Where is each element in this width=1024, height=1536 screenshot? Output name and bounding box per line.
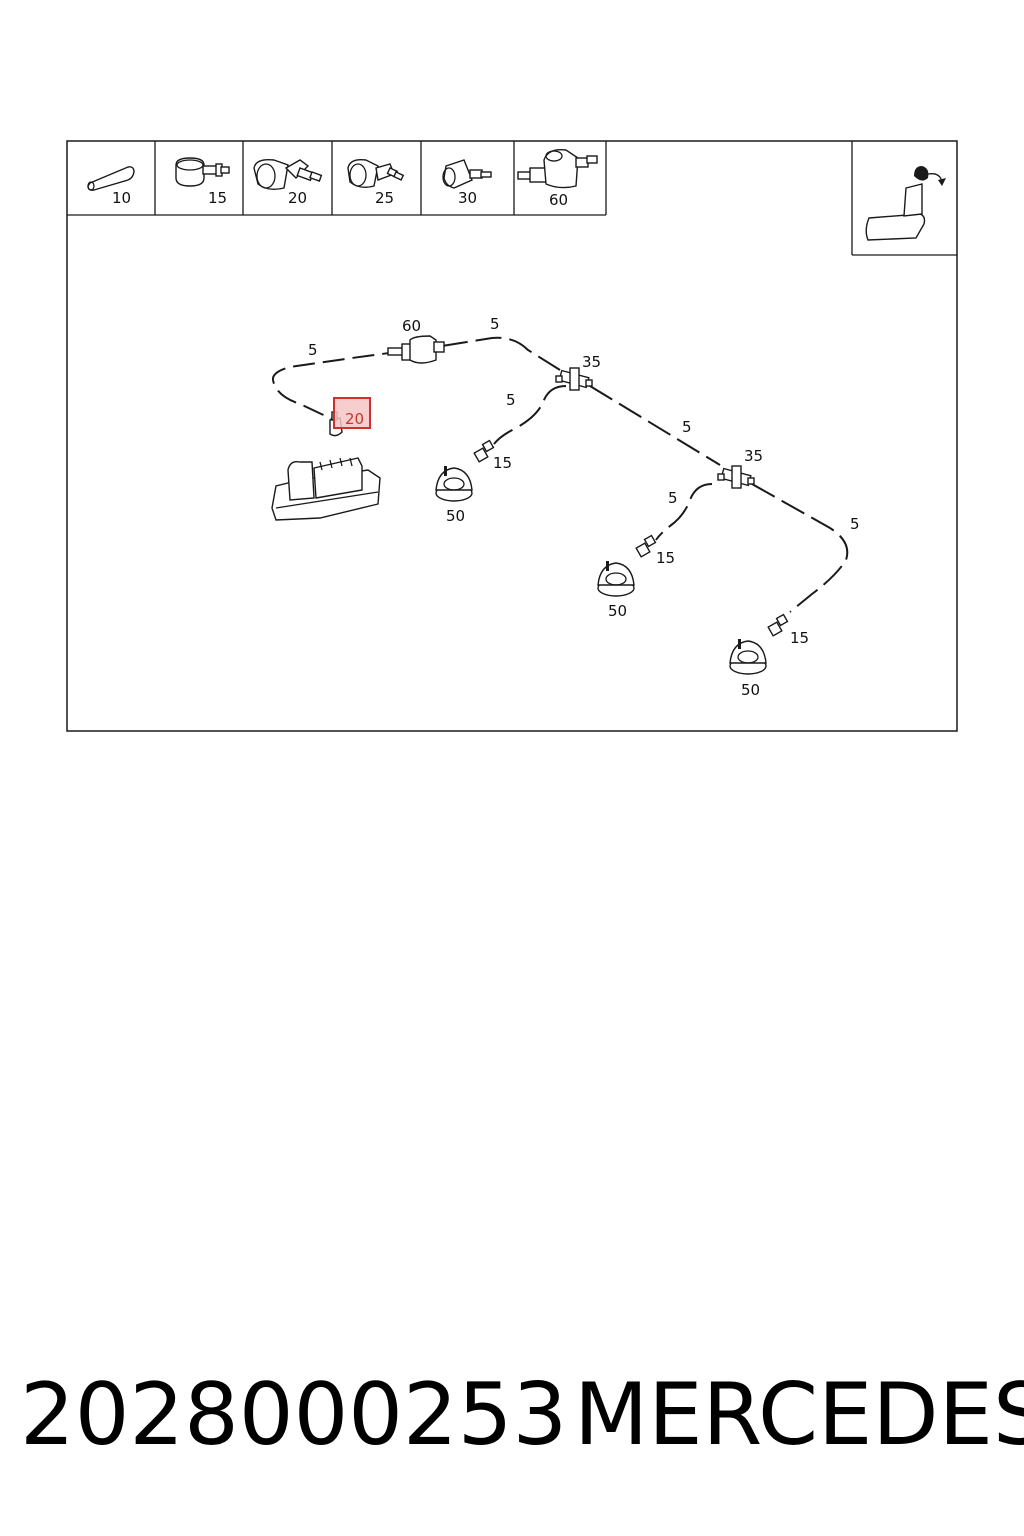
callout-hose-branch-a: 5 [506, 391, 516, 409]
straight-connector-icon [635, 534, 657, 558]
legend-label: 25 [375, 189, 394, 207]
legend-elbow-icon [253, 158, 323, 191]
callout-hose-branch-b: 5 [668, 489, 678, 507]
legend-angled-connector-icon [442, 159, 492, 189]
brand-name: MERCEDES [574, 1365, 1024, 1465]
hose-left [271, 350, 405, 421]
air-cushion-element-icon [597, 561, 635, 597]
hose-mid [589, 385, 721, 466]
legend-elbow-icon [347, 158, 405, 189]
highlighted-part-callout[interactable]: 20 [333, 397, 371, 429]
callout-tee-lower: 35 [744, 447, 763, 465]
callout-hose-mid: 5 [682, 418, 692, 436]
callout-element-b: 50 [608, 602, 627, 620]
legend-connector-icon [175, 157, 230, 187]
parts-legend: 10 15 20 25 [67, 141, 607, 216]
part-number: 2028000253 [20, 1365, 568, 1465]
hose-right [751, 483, 849, 613]
seat-icon [865, 166, 946, 241]
pneumatic-pump-icon [271, 457, 381, 521]
callout-hose-right: 5 [850, 515, 860, 533]
legend-label: 30 [458, 189, 477, 207]
highlighted-part-label: 20 [345, 410, 364, 428]
legend-valve-icon [517, 149, 598, 189]
straight-connector-icon [473, 439, 495, 463]
callout-connector-c: 15 [790, 629, 809, 647]
air-cushion-element-icon [435, 466, 473, 502]
callout-valve-60: 60 [402, 317, 421, 335]
callout-hose-left: 5 [308, 341, 318, 359]
legend-tube-icon [87, 166, 135, 191]
footer: 2028000253 MERCEDES [0, 1360, 1024, 1470]
inline-valve-icon [387, 335, 445, 364]
hose-network [271, 336, 849, 613]
callout-hose-top: 5 [490, 315, 500, 333]
callout-element-c: 50 [741, 681, 760, 699]
hose-branch-b [655, 483, 713, 541]
seat-location-inset [851, 141, 957, 256]
callout-connector-b: 15 [656, 549, 675, 567]
legend-label: 10 [112, 189, 131, 207]
air-cushion-element-icon [729, 639, 767, 675]
diagram-frame [66, 140, 958, 732]
legend-label: 60 [549, 191, 568, 209]
parts-diagram: 10 15 20 25 [66, 140, 958, 732]
straight-connector-icon [767, 613, 789, 637]
callout-element-a: 50 [446, 507, 465, 525]
hose-top [441, 336, 561, 371]
tee-connector-icon [555, 367, 593, 391]
hose-branch-a [493, 385, 567, 445]
callout-tee-upper: 35 [582, 353, 601, 371]
legend-label: 20 [288, 189, 307, 207]
callout-connector-a: 15 [493, 454, 512, 472]
legend-label: 15 [208, 189, 227, 207]
tee-connector-icon [717, 465, 755, 489]
